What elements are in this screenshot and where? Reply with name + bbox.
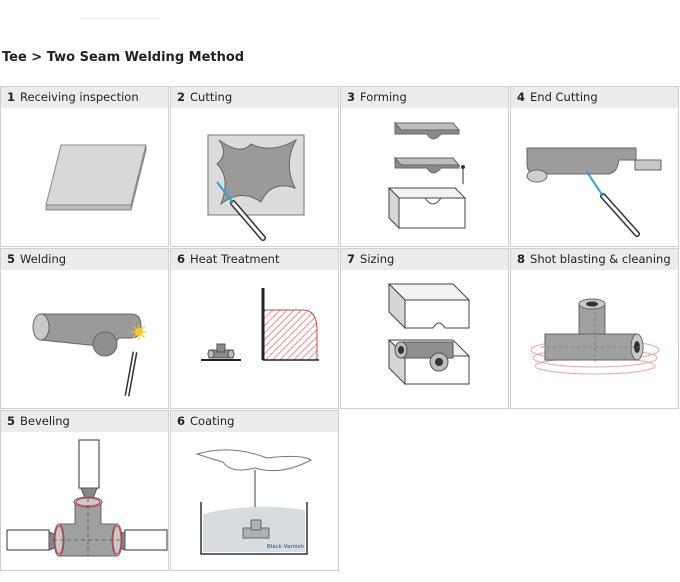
step-card-welding: 5 Welding — [0, 248, 169, 409]
cutting-torch-icon — [207, 134, 305, 241]
step-header: 5 Welding — [1, 249, 168, 270]
shot-blasting-icon — [530, 298, 660, 375]
step-header: 8 Shot blasting & cleaning — [511, 249, 678, 270]
step-header: 5 Beveling — [1, 411, 168, 432]
step-header: 7 Sizing — [341, 249, 508, 270]
step-number: 7 — [347, 252, 356, 266]
step-number: 5 — [7, 414, 16, 428]
welding-icon — [32, 313, 147, 397]
step-header: 6 Heat Treatment — [171, 249, 338, 270]
coating-tank-icon: Black Varnish — [195, 449, 313, 555]
step-label: Sizing — [360, 252, 395, 266]
step-number: 5 — [7, 252, 16, 266]
process-grid: 1 Receiving inspection 2 Cutting 3 Forming — [0, 86, 680, 576]
step-card-forming: 3 Forming — [340, 86, 509, 247]
step-card-cutting: 2 Cutting — [170, 86, 339, 247]
step-card-sizing: 7 Sizing — [340, 248, 509, 409]
step-number: 1 — [7, 90, 16, 104]
step-number: 6 — [177, 414, 186, 428]
step-number: 6 — [177, 252, 186, 266]
step-header: 3 Forming — [341, 87, 508, 108]
sizing-die-icon — [387, 282, 471, 386]
step-number: 2 — [177, 90, 186, 104]
top-divider — [80, 18, 160, 19]
step-label: Welding — [20, 252, 67, 266]
step-label: Shot blasting & cleaning — [530, 252, 671, 266]
tank-label: Black Varnish — [267, 544, 304, 550]
step-number: 4 — [517, 90, 526, 104]
furnace-icon — [201, 288, 319, 361]
step-card-shot-blasting-cleaning: 8 Shot blasting & cleaning — [510, 248, 679, 409]
step-label: Cutting — [190, 90, 233, 104]
step-header: 2 Cutting — [171, 87, 338, 108]
step-label: Heat Treatment — [190, 252, 280, 266]
step-card-heat-treatment: 6 Heat Treatment — [170, 248, 339, 409]
steel-plate-icon — [45, 144, 147, 211]
press-die-icon — [387, 121, 467, 230]
step-header: 6 Coating — [171, 411, 338, 432]
step-label: Beveling — [20, 414, 70, 428]
step-card-end-cutting: 4 End Cutting — [510, 86, 679, 247]
end-cutting-icon — [526, 147, 662, 237]
step-label: Coating — [190, 414, 235, 428]
step-header: 4 End Cutting — [511, 87, 678, 108]
step-label: Receiving inspection — [20, 90, 139, 104]
beveling-icon — [6, 439, 168, 557]
step-card-receiving-inspection: 1 Receiving inspection — [0, 86, 169, 247]
step-number: 8 — [517, 252, 526, 266]
step-card-beveling: 5 Beveling — [0, 410, 169, 571]
step-card-coating: 6 Coating Black Varnish — [170, 410, 339, 571]
page-title: Tee > Two Seam Welding Method — [2, 50, 245, 65]
step-label: End Cutting — [530, 90, 598, 104]
step-header: 1 Receiving inspection — [1, 87, 168, 108]
step-label: Forming — [360, 90, 407, 104]
step-number: 3 — [347, 90, 356, 104]
